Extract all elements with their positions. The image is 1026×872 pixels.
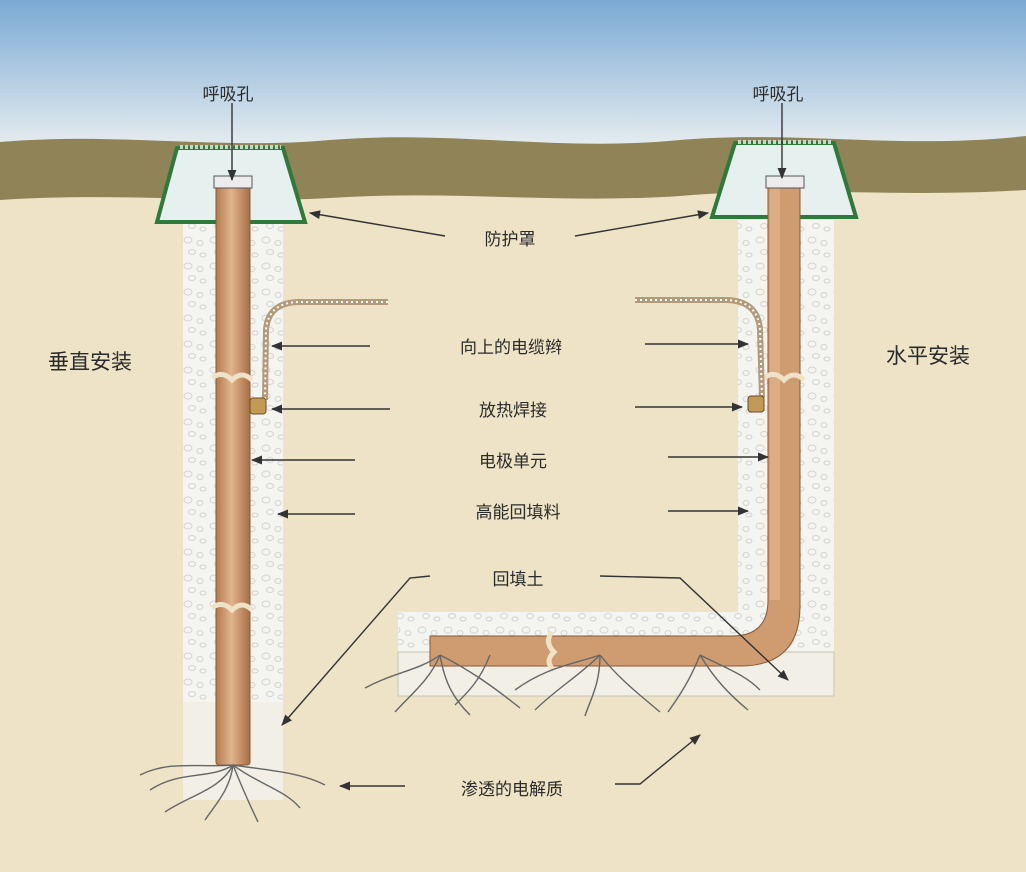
electrolyte-roots-right	[364, 654, 761, 717]
sky	[0, 0, 1026, 150]
breather-hole-label-right: 呼吸孔	[752, 85, 804, 105]
pointer-lines	[227, 103, 789, 791]
horizontal-installation	[364, 140, 859, 717]
vertical-install-label: 垂直安装	[48, 350, 132, 374]
electrode-pipe-left	[215, 179, 251, 766]
breather-hole-label-left: 呼吸孔	[202, 85, 254, 105]
vertical-installation	[139, 145, 388, 823]
horizontal-install-label: 水平安装	[886, 344, 970, 368]
protective-cover-label: 防护罩	[484, 230, 536, 250]
electrolyte-label: 渗透的电解质	[461, 780, 563, 800]
high-energy-backfill-label: 高能回填料	[475, 503, 561, 523]
electrolyte-roots-left	[139, 764, 326, 823]
weld-joint-left	[249, 397, 267, 415]
exothermic-weld-label: 放热焊接	[479, 401, 547, 421]
backfill-soil-label: 回填土	[492, 570, 544, 590]
cable-pigtail-label: 向上的电缆辫	[460, 338, 562, 358]
electrode-pipe-right	[429, 179, 801, 667]
topsoil	[0, 136, 1026, 200]
electrode-unit-label: 电极单元	[479, 452, 547, 472]
weld-joint-right	[747, 395, 765, 413]
